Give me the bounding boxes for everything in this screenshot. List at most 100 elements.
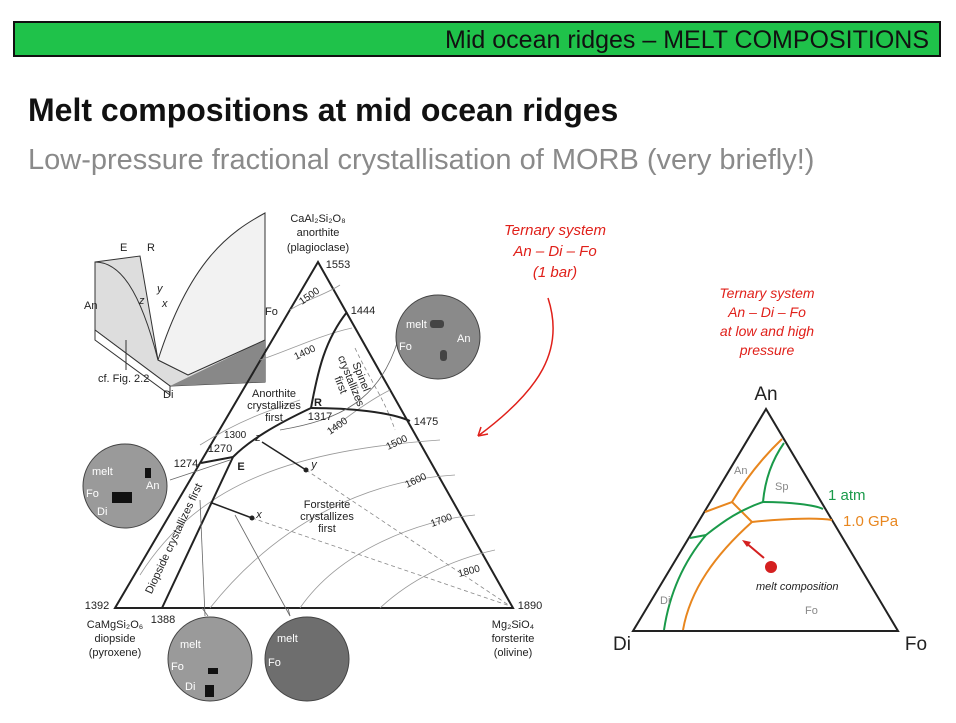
slide-title: Melt compositions at mid ocean ridges [28,92,619,128]
dashed-lines [251,347,511,607]
field-forsterite-2: crystallizes [300,511,354,523]
annotation-right: Ternary system An – Di – Fo at low and h… [719,285,815,358]
label-1475: 1475 [414,416,438,428]
melt-arrowhead [742,540,751,547]
field-an: An [734,465,747,477]
field-labels: Anorthite crystallizes first Forsterite … [143,354,372,596]
right-formula: Mg₂SiO₄ [492,619,535,631]
inset-labels: E R An Fo Di y x z cf. Fig. 2.2 [84,242,278,401]
thin-section-bottom-left: melt Fo Di [167,616,253,702]
isotherm-1700: 1700 [429,512,454,530]
annotation-arrowhead [477,426,489,437]
legend-1atm: 1 atm [828,487,866,504]
field-sp: Sp [775,481,788,493]
circle-melt-label: melt [92,466,113,478]
inset-label-r: R [147,242,155,254]
isotherm-1600: 1600 [404,471,429,491]
label-z: z [254,432,261,444]
label-1270: 1270 [208,443,232,455]
isotherm-1500b: 1500 [385,433,410,453]
annotation-left-line3: (1 bar) [533,264,577,281]
left-temp: 1392 [85,600,109,612]
ternary-diagram-left [113,259,515,617]
field-di: Di [660,595,670,607]
label-1317: 1317 [308,411,332,423]
left-diagram-labels: CaAl₂Si₂O₈ anorthite (plagioclase) 1553 … [85,213,542,659]
circle-fo-label: Fo [86,488,99,500]
circle-leader-lines [169,339,399,617]
crystallization-paths [211,441,307,519]
ternary-diagram-right [631,407,900,632]
boundaries-1atm [663,442,824,631]
field-anorthite-2: crystallizes [247,400,301,412]
inset-reference: cf. Fig. 2.2 [98,373,149,385]
circle-melt-label: melt [406,319,427,331]
inset-label-e: E [120,242,127,254]
header-bar: Mid ocean ridges – MELT COMPOSITIONS [13,21,941,57]
corner-fo: Fo [905,634,927,655]
header-title: Mid ocean ridges – MELT COMPOSITIONS [445,26,929,54]
left-temp2: 1388 [151,614,175,626]
isotherm-1300: 1300 [224,430,247,441]
field-forsterite-3: first [318,523,336,535]
isotherm-1800: 1800 [457,563,482,579]
field-anorthite-3: first [265,412,283,424]
circle-melt-label: melt [277,633,298,645]
inset-label-di: Di [163,389,173,401]
field-fo: Fo [805,605,818,617]
label-1274: 1274 [174,458,198,470]
annotation-right-line3: at low and high [720,323,814,339]
field-anorthite-1: Anorthite [252,388,296,400]
inset-label-z: z [138,295,145,307]
circle-an-label: An [146,480,159,492]
right-temp: 1890 [518,600,542,612]
annotation-right-line4: pressure [739,342,795,358]
cotectic-boundaries [161,311,411,609]
thin-section-bottom-right: melt Fo [264,616,350,702]
circle-fo-label: Fo [399,341,412,353]
apex-formula: CaAl₂Si₂O₈ [290,213,345,225]
right-group: (olivine) [494,647,533,659]
left-name: diopside [95,633,136,645]
thin-section-left: melt Fo An Di [82,443,168,529]
inset-label-an: An [84,300,97,312]
annotation-arrow [477,297,554,437]
corner-an: An [754,384,777,405]
inset-label-y: y [156,283,164,295]
point-y [303,467,309,473]
left-formula: CaMgSi₂O₆ [87,619,143,631]
isotherm-lines [139,284,496,609]
melt-composition-point [765,561,777,573]
isotherm-1500a: 1500 [297,285,322,307]
annotation-right-line2: An – Di – Fo [727,304,806,320]
legend-1gpa: 1.0 GPa [843,513,899,530]
field-forsterite-1: Forsterite [304,499,350,511]
inset-label-x: x [161,298,168,310]
right-name: forsterite [492,633,535,645]
point-x [249,515,255,521]
circle-fo-label: Fo [268,657,281,669]
right-diagram-labels: An Di Fo An Sp Di Fo 1 atm 1.0 GPa melt … [613,384,927,655]
apex-group: (plagioclase) [287,242,349,254]
melt-composition-label: melt composition [756,581,839,593]
circle-melt-label: melt [180,639,201,651]
inset-block-simplified [94,212,266,396]
apex-temp: 1553 [326,259,350,271]
label-x: x [255,509,262,521]
apex-name: anorthite [297,227,340,239]
left-group: (pyroxene) [89,647,142,659]
label-e: E [237,461,244,473]
annotation-left-line2: An – Di – Fo [512,243,596,260]
circle-di-label: Di [185,681,195,693]
circle-an-label: An [457,333,470,345]
circle-di-label: Di [97,506,107,518]
label-1444: 1444 [351,305,375,317]
thin-section-right: melt Fo An [395,294,481,380]
annotation-left: Ternary system An – Di – Fo (1 bar) [504,222,606,281]
boundaries-1gpa [682,438,833,631]
corner-di: Di [613,634,631,655]
label-r: R [314,397,322,409]
annotation-left-line1: Ternary system [504,222,606,239]
slide-subtitle: Low-pressure fractional crystallisation … [28,144,815,176]
